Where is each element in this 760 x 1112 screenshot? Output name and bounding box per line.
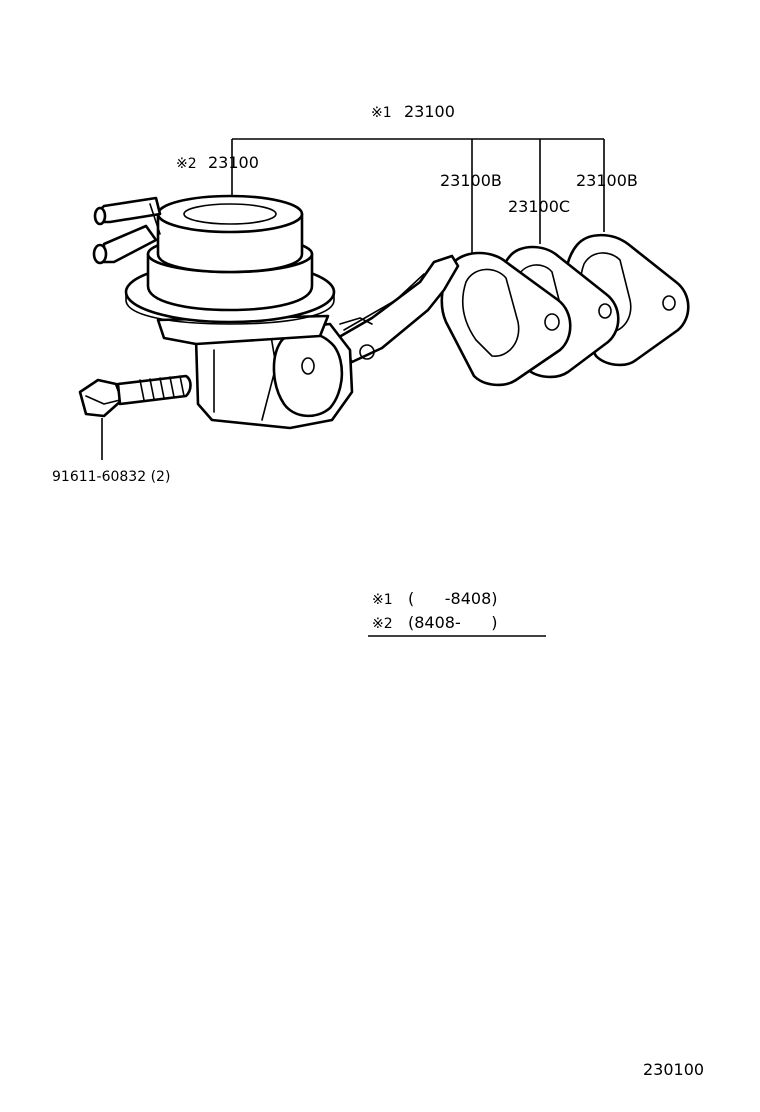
part-number-23100-alt: 23100 [208, 153, 259, 172]
fuel-pump-assembly [92, 194, 460, 430]
mounting-bolt [78, 374, 192, 418]
part-number-23100b-front: 23100B [440, 171, 502, 190]
part-number-23100: 23100 [404, 102, 455, 121]
leader-lines [101, 138, 605, 460]
note-mark-2: ※2 [176, 156, 197, 172]
note-mark-1: ※1 [371, 105, 392, 121]
assembly-label-note2: ※2 23100 [176, 153, 259, 172]
part-number-bolt: 91611-60832 (2) [52, 469, 170, 485]
legend-range-2: (8408- ) [408, 613, 498, 632]
legend-mark-1: ※1 [372, 592, 393, 608]
legend-mark-2: ※2 [372, 616, 393, 632]
legend-range-1: ( -8408) [408, 589, 498, 608]
part-number-23100b-rear: 23100B [576, 171, 638, 190]
figure-number: 230100 [643, 1060, 704, 1079]
part-number-23100c: 23100C [508, 197, 570, 216]
gasket-23100b-front [440, 251, 572, 387]
assembly-label-note1: ※1 23100 [371, 102, 455, 121]
notes-legend: ※1 ( -8408) ※2 (8408- ) [368, 589, 546, 637]
